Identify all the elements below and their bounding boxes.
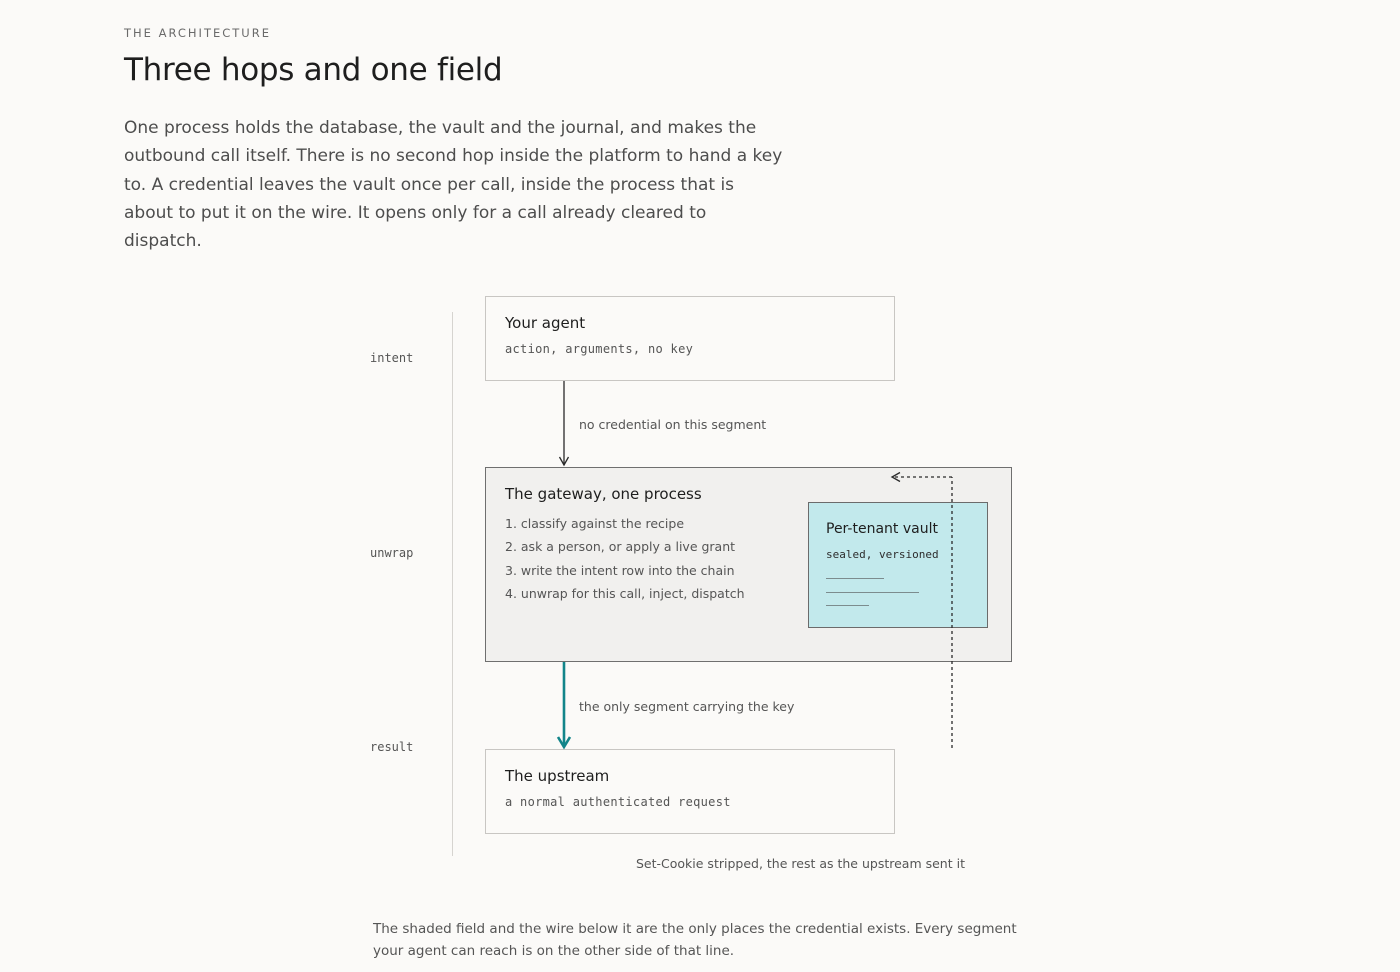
upstream-box: The upstream a normal authenticated requ…	[485, 749, 895, 834]
gateway-step: 1. classify against the recipe	[505, 516, 685, 531]
gateway-step: 4. unwrap for this call, inject, dispatc…	[505, 586, 745, 602]
timeline-rail	[452, 312, 453, 856]
vault-record-line	[826, 592, 919, 593]
response-label: Set-Cookie stripped, the rest as the ups…	[636, 856, 965, 871]
section-eyebrow: THE ARCHITECTURE	[124, 26, 271, 40]
vault-box: Per-tenant vault sealed, versioned	[808, 502, 988, 628]
gateway-to-upstream-label: the only segment carrying the key	[579, 699, 795, 714]
intro-paragraph: One process holds the database, the vaul…	[124, 118, 783, 252]
agent-subtitle: action, arguments, no key	[505, 342, 694, 356]
rail-label-unwrap: unwrap	[370, 546, 414, 560]
agent-title: Your agent	[505, 314, 586, 332]
agent-to-gateway-arrow	[558, 381, 570, 467]
gateway-steps: 1. classify against the recipe 2. ask a …	[505, 516, 745, 610]
vault-subtitle: sealed, versioned	[826, 548, 939, 561]
response-return-path	[890, 471, 953, 748]
rail-label-intent: intent	[370, 351, 414, 365]
gateway-title: The gateway, one process	[505, 485, 702, 503]
upstream-subtitle: a normal authenticated request	[505, 795, 731, 809]
agent-to-gateway-label: no credential on this segment	[579, 417, 767, 432]
vault-record-line	[826, 578, 884, 579]
upstream-title: The upstream	[505, 767, 610, 785]
gateway-step: 2. ask a person, or apply a live grant	[505, 539, 736, 555]
section-title: Three hops and one field	[124, 52, 503, 88]
gateway-step: 3. write the intent row into the chain	[505, 562, 735, 578]
vault-record-line	[826, 605, 869, 606]
rail-label-result: result	[370, 740, 414, 754]
diagram-caption: The shaded field and the wire below it a…	[373, 921, 1017, 959]
key-wire-arrow	[556, 662, 572, 750]
vault-title: Per-tenant vault	[826, 521, 938, 537]
agent-box: Your agent action, arguments, no key	[485, 296, 895, 381]
